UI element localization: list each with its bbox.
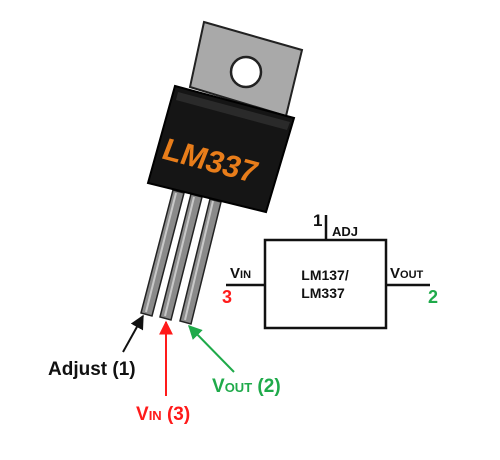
chip-name-line2: LM337 <box>301 285 345 301</box>
vin-pin-number: 3 <box>222 287 232 307</box>
adj-pin-label: ADJ <box>332 224 358 239</box>
leads <box>140 189 222 325</box>
mounting-hole <box>229 55 263 89</box>
adjust-label: Adjust (1) <box>48 359 136 380</box>
vout-pin-label: VOUT <box>390 265 424 282</box>
to220-package: LM337 <box>140 20 304 325</box>
vin-pin-label: VIN <box>230 265 251 282</box>
vin-label: VIN (3) <box>136 404 190 425</box>
vout-label: VOUT (2) <box>212 376 281 397</box>
adj-pin-number: 1 <box>313 211 322 230</box>
lead-adjust <box>140 189 185 317</box>
vout-pin-number: 2 <box>428 287 438 307</box>
vout-arrow <box>188 324 235 373</box>
pin-callouts: Adjust (1) VIN (3) VOUT (2) <box>48 314 281 425</box>
chip-box <box>263 238 388 330</box>
adjust-arrow <box>122 314 144 353</box>
chip-name-line1: LM137/ <box>301 267 349 283</box>
schematic-symbol: 1 ADJ VIN 3 VOUT 2 LM137/ LM337 <box>222 211 438 330</box>
